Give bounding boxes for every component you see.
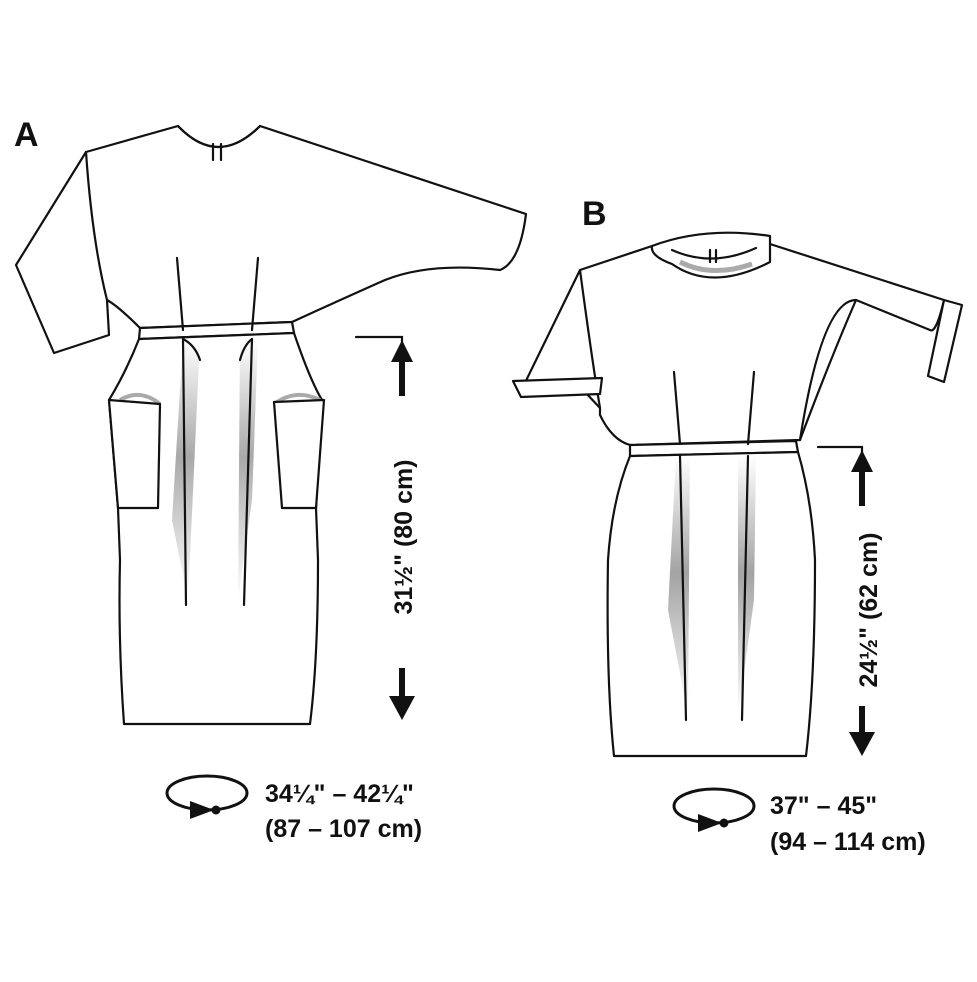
view-a-pleat-fold — [181, 337, 254, 362]
view-b-collar-shade — [678, 259, 753, 274]
view-b-length-label: 24½" (62 cm) — [855, 533, 883, 688]
view-a-length-arrow — [354, 335, 415, 720]
view-a-sleeve-seam — [84, 150, 109, 302]
view-a-bodice — [14, 124, 528, 355]
view-b-cuff-right — [926, 298, 964, 384]
view-a-dart-right — [242, 256, 260, 607]
view-a-pocket-left — [107, 398, 162, 510]
view-b-hip-circle-icon — [672, 787, 756, 832]
view-a-length-label: 31½" (80 cm) — [390, 460, 418, 615]
view-b-label: B — [582, 195, 607, 233]
view-b-sleeve-seam-left — [578, 268, 602, 410]
view-b-length-arrow — [816, 445, 875, 756]
view-b-neckline — [670, 246, 758, 260]
view-a-pleat-shade-left — [172, 339, 200, 600]
view-a-back-zip — [211, 142, 223, 162]
view-a-hip-cm: (87 – 107 cm) — [265, 815, 422, 843]
view-b-skirt — [606, 450, 817, 758]
view-b-hip-cm: (94 – 114 cm) — [770, 828, 926, 856]
view-a-label: A — [14, 116, 39, 154]
view-b-cuff-left — [511, 376, 604, 399]
view-b-dart-right — [740, 370, 756, 722]
view-a-pocket-right — [272, 398, 326, 510]
view-a-pocket-opening-left — [118, 392, 162, 406]
view-a-dart-left — [175, 256, 188, 607]
view-b-back-zip — [708, 248, 718, 264]
view-a-dress: A 31½" (80 cm) — [14, 116, 528, 843]
view-b-dress: B 24½" (62 cm) — [511, 195, 964, 856]
view-b-hip-inches: 37" – 45" — [770, 792, 877, 820]
view-a-neckline — [176, 124, 262, 148]
view-a-hip-inches: 34¼" – 42¼" — [265, 780, 414, 808]
view-a-hip-circle-icon — [165, 774, 249, 819]
view-a-skirt — [107, 331, 324, 726]
view-b-sleeve-seam-right — [798, 298, 858, 442]
view-b-dart-left — [672, 370, 688, 722]
